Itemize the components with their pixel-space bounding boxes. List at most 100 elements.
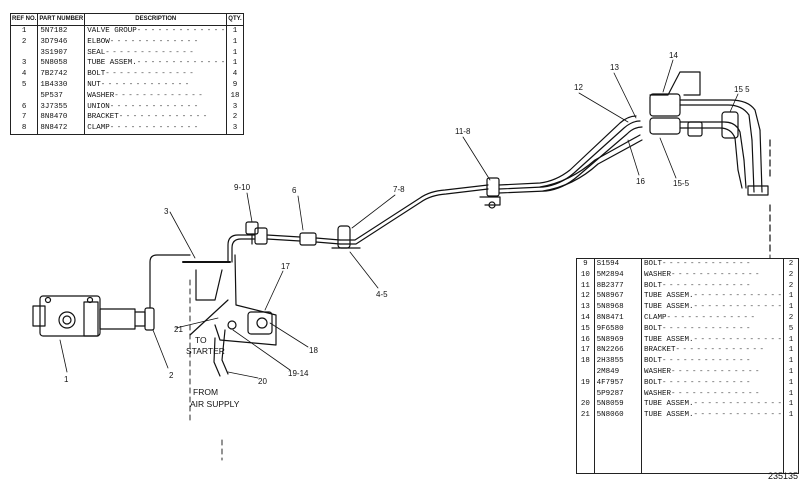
description-cell: TUBE ASSEM.- - - - - - - - - - - - - <box>640 410 785 421</box>
qty-cell-text: 3 <box>232 124 238 133</box>
description-cell-text: BRACKET <box>87 113 119 122</box>
part-number-cell-text: 3S1907 <box>40 48 68 57</box>
note-to-starter-line2: STARTER <box>186 346 225 356</box>
description-cell: TUBE ASSEM.- - - - - - - - - - - - - <box>640 302 785 313</box>
dotted-leader: - - - - - - - - - - - - - <box>693 411 782 420</box>
callout-20: 20 <box>258 377 267 386</box>
dotted-leader: - - - - - - - - - - - - - <box>693 292 782 301</box>
dotted-leader: - - - - - - - - - - - - - <box>661 357 751 366</box>
empty-cell <box>593 420 642 474</box>
qty-cell: 3 <box>226 101 244 113</box>
ref-cell-text: 21 <box>580 411 590 420</box>
ref-cell: 2 <box>9 36 39 48</box>
qty-cell-text: 2 <box>788 260 794 268</box>
description-cell: WASHER- - - - - - - - - - - - - <box>640 388 785 400</box>
description-cell-text: BOLT <box>643 378 662 387</box>
part-number-cell-text: 8N8470 <box>40 113 68 122</box>
qty-cell-text: 18 <box>230 91 240 100</box>
description-cell-text: BOLT <box>87 70 106 79</box>
qty-cell-text: 1 <box>232 37 238 46</box>
dotted-leader: - - - - - - - - - - - - - <box>105 70 194 79</box>
description-cell-text: VALVE GROUP <box>87 27 137 35</box>
clamp-part-14 <box>649 71 761 171</box>
qty-cell: 2 <box>783 258 799 270</box>
ref-cell-text: 2 <box>21 37 27 46</box>
description-cell-text: TUBE ASSEM. <box>643 335 694 344</box>
qty-cell-text: 1 <box>232 27 238 35</box>
qty-cell-text: 1 <box>788 400 794 409</box>
qty-cell: 4 <box>226 69 244 80</box>
qty-cell-text: 1 <box>788 346 794 355</box>
description-cell-text: BRACKET <box>643 346 676 355</box>
table-filler-row <box>576 420 799 474</box>
figure-number: 235135 <box>767 471 798 481</box>
part-number-cell: 5N8967 <box>593 291 642 303</box>
description-cell: WASHER- - - - - - - - - - - - - <box>640 269 785 281</box>
tube-assem-3-lower <box>149 254 191 309</box>
qty-cell: 3 <box>226 123 244 135</box>
part-number-cell-text: 8B2377 <box>596 281 624 290</box>
ref-cell: 3 <box>9 58 39 70</box>
bolt-part-9-10 <box>245 221 259 245</box>
description-cell-text: TUBE ASSEM. <box>643 292 694 301</box>
description-cell: TUBE ASSEM.- - - - - - - - - - - - - <box>640 334 785 346</box>
bracket-part-17 <box>195 254 277 346</box>
callout-4-5: 4-5 <box>376 290 388 299</box>
part-number-cell-text: 5N8967 <box>596 292 624 301</box>
bracket-part-11-8 <box>479 177 501 209</box>
flow-notes: TO STARTER FROM AIR SUPPLY <box>186 335 240 409</box>
qty-cell-text: 1 <box>788 389 794 398</box>
callout-18: 18 <box>309 346 318 355</box>
ref-cell-text: 5 <box>21 80 27 89</box>
callout-13: 13 <box>610 63 619 72</box>
description-cell-text: TUBE ASSEM. <box>643 303 694 312</box>
callout-3: 3 <box>164 207 169 216</box>
part-number-cell-text: 2H3855 <box>596 357 624 366</box>
part-number-cell: 9F6580 <box>593 323 642 335</box>
ref-cell: 6 <box>9 101 39 113</box>
tube-assem-12 <box>498 115 637 186</box>
qty-cell-text: 1 <box>232 48 238 57</box>
qty-cell: 1 <box>226 36 244 48</box>
part-number-cell: 2H3855 <box>593 356 642 367</box>
part-number-cell-text: 8N8471 <box>596 313 624 322</box>
part-number-cell: 2M849 <box>593 366 642 378</box>
callout-14: 14 <box>669 51 678 60</box>
callout-21: 21 <box>174 325 183 334</box>
callout-17: 17 <box>281 262 290 271</box>
qty-cell: 2 <box>783 269 799 281</box>
ref-cell-text: 4 <box>21 70 27 79</box>
callout-16: 16 <box>636 177 645 186</box>
part-number-cell: 4F7957 <box>593 377 642 389</box>
description-cell-text: WASHER <box>643 270 671 279</box>
part-number-cell-text: 1B4330 <box>40 80 68 89</box>
qty-cell: 9 <box>226 79 244 91</box>
description-cell-text: BOLT <box>643 281 662 290</box>
part-number-cell: 8N2266 <box>593 345 642 357</box>
header-qty: QTY. <box>226 13 244 26</box>
part-number-cell-text: 5N8060 <box>596 411 624 420</box>
part-number-cell-text: 5M2894 <box>596 270 624 279</box>
tube-long-7-8 <box>339 184 489 241</box>
qty-cell: 1 <box>783 356 799 367</box>
dotted-leader: - - - - - - - - - - - - - <box>693 303 782 312</box>
ref-cell-text: 17 <box>580 346 590 355</box>
part-number-cell: 8N8471 <box>593 312 642 324</box>
dotted-leader: - - - - - - - - - - - - - <box>666 313 755 322</box>
dotted-leader: - - - - - - - - - - - - - <box>118 113 208 122</box>
part-number-cell-text: 5N8058 <box>40 59 68 68</box>
